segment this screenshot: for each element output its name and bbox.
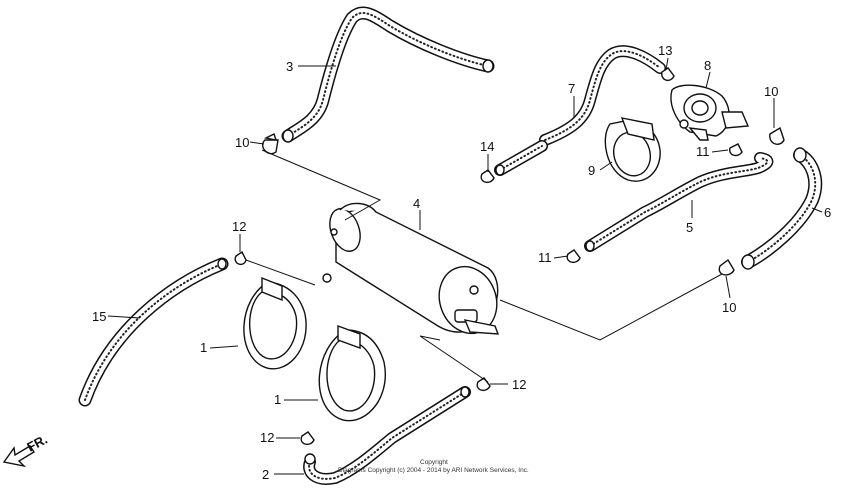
band-lower	[318, 325, 386, 422]
callout-2: 2	[262, 467, 269, 482]
callout-3: 3	[286, 59, 293, 74]
callout-13: 13	[658, 43, 672, 58]
callout-11-upper: 11	[696, 144, 710, 159]
routing-lines	[245, 149, 723, 383]
callout-1-lower: 1	[274, 392, 281, 407]
valve-8	[670, 84, 750, 141]
callout-4: 4	[413, 196, 420, 211]
hose-6	[741, 147, 823, 270]
hose-14-tube	[494, 140, 548, 176]
callout-10-lower: 10	[722, 300, 736, 315]
clip-10-upper-right	[769, 126, 785, 145]
callout-9: 9	[588, 163, 595, 178]
hose-15	[78, 257, 229, 407]
clip-14	[480, 169, 495, 184]
front-direction-indicator: FR.	[2, 432, 50, 468]
holder-9	[604, 117, 661, 182]
hose-2	[303, 386, 471, 485]
clip-12-middle	[476, 377, 491, 392]
callout-12-lower: 12	[260, 430, 274, 445]
callout-10-upper-left: 10	[235, 135, 249, 150]
copyright: Copyright Diagrams Copyright (c) 2004 - …	[338, 459, 529, 474]
callout-10-upper-right: 10	[764, 84, 778, 99]
callout-6: 6	[824, 205, 831, 220]
callout-7: 7	[568, 81, 575, 96]
copyright-line-2: Diagrams Copyright (c) 2004 - 2014 by AR…	[338, 467, 529, 474]
callout-11-lower: 11	[538, 250, 552, 265]
hose-5	[584, 152, 774, 252]
clip-11-lower	[566, 249, 581, 264]
callout-1-upper: 1	[200, 340, 207, 355]
callout-14: 14	[480, 139, 494, 154]
clip-10-lower	[718, 258, 735, 276]
callout-8: 8	[704, 58, 711, 73]
callout-5: 5	[686, 220, 693, 235]
hose-3	[281, 6, 495, 143]
canister	[322, 202, 500, 335]
clip-12-lower	[300, 431, 315, 446]
clip-10-upper-left	[261, 133, 279, 155]
clip-13	[661, 67, 675, 82]
band-upper	[243, 276, 307, 370]
copyright-line-1: Copyright	[420, 459, 448, 466]
clip-11-upper	[729, 143, 743, 157]
hose-7	[539, 45, 666, 146]
callouts: 3 4 7 8 13 10 10 14 9 11 5 6 11 10 12 15…	[92, 43, 831, 482]
callout-15: 15	[92, 309, 106, 324]
callout-12-upper: 12	[232, 219, 246, 234]
leader-lines	[107, 57, 823, 475]
front-arrow-icon	[2, 445, 35, 468]
callout-12-middle: 12	[512, 377, 526, 392]
clip-12-upper	[234, 250, 247, 266]
